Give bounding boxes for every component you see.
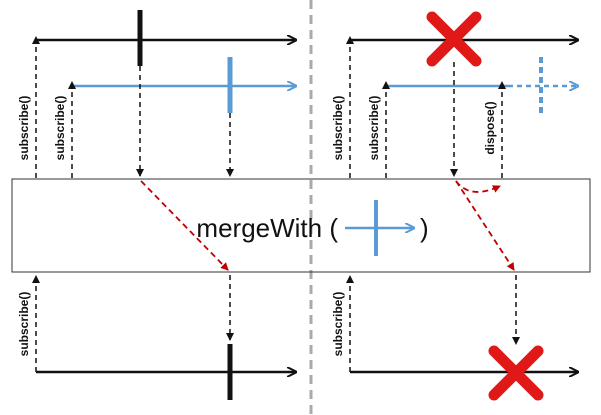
right-dispose-label: dispose() <box>483 101 497 154</box>
right-output-subscribe-label: subscribe() <box>331 292 345 357</box>
operator-close-paren: ) <box>420 213 429 243</box>
left-subscribe-label-inner: subscribe() <box>53 96 67 161</box>
right-subscribe-label-outer: subscribe() <box>331 96 345 161</box>
x-mark-icon <box>426 11 482 67</box>
left-merge-path <box>140 180 229 271</box>
left-subscribe-label-outer: subscribe() <box>17 96 31 161</box>
x-mark-icon <box>488 345 544 401</box>
inner-stream-icon <box>345 200 414 256</box>
operator-box <box>11 178 591 273</box>
operator-label: mergeWith ( <box>196 213 338 243</box>
left-output-subscribe-label: subscribe() <box>17 292 31 357</box>
right-error-merge-path <box>455 180 515 271</box>
right-subscribe-label-inner: subscribe() <box>367 96 381 161</box>
